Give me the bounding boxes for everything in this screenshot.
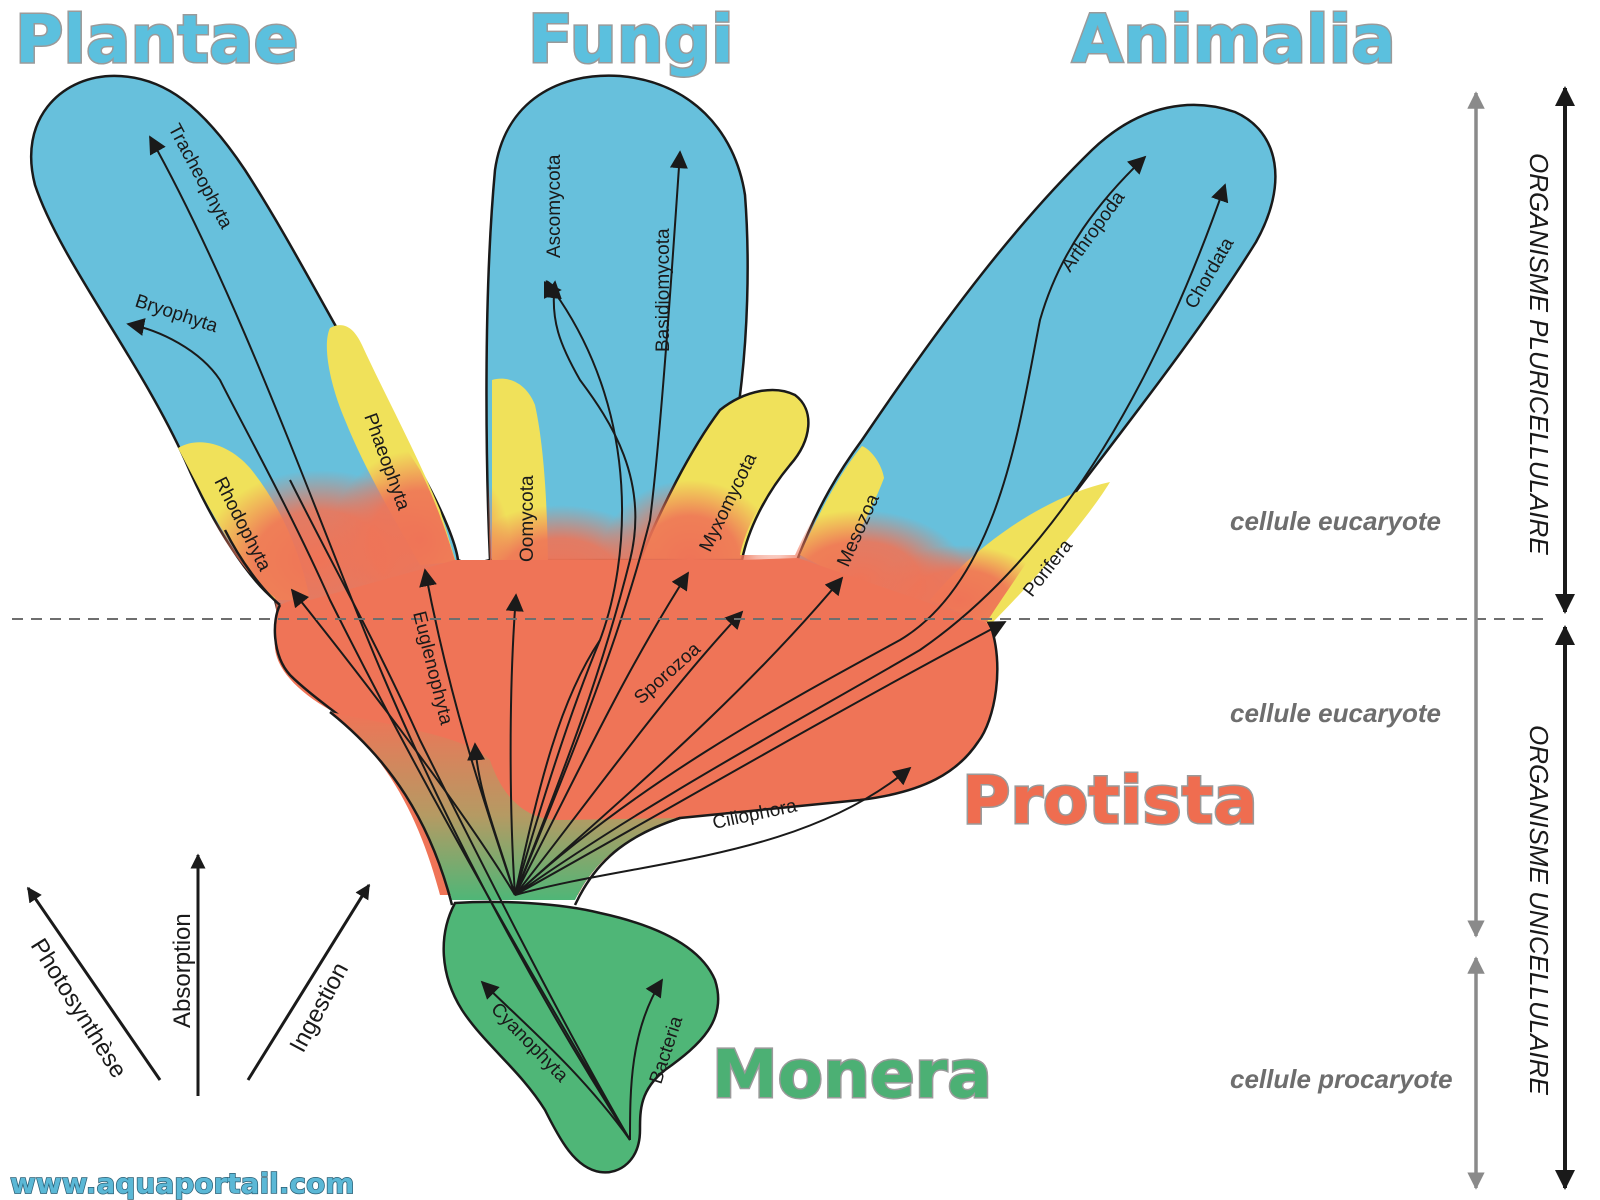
branches (126, 135, 1229, 1141)
label-cellule-eucaryote-lower: cellule eucaryote (1230, 698, 1441, 728)
kingdom-animalia: Animalia (1072, 1, 1396, 78)
stem-outline (329, 711, 681, 906)
label-oomycota: Oomycota (517, 475, 538, 562)
stem (330, 712, 680, 900)
fungi-lobe (485, 74, 749, 562)
kingdom-fungi: Fungi (528, 1, 734, 78)
kingdom-monera: Monera (712, 1036, 992, 1113)
watermark-url: www.aquaportail.com (10, 1167, 354, 1200)
ingestion-arrow-icon (246, 883, 371, 1081)
label-ascomycota: Ascomycota (544, 154, 565, 258)
kingdom-protista: Protista (962, 762, 1258, 839)
label-basidiomycota: Basidiomycota (653, 228, 674, 352)
label-cellule-eucaryote-upper: cellule eucaryote (1230, 506, 1441, 536)
kingdom-plantae: Plantae (15, 1, 298, 78)
label-photosynthese: Photosynthèse (25, 934, 132, 1083)
photosynthese-arrow-icon (26, 886, 162, 1081)
label-organisme-unicellulaire: ORGANISME UNICELLULAIRE (1524, 725, 1554, 1096)
monera-body (442, 900, 720, 1174)
nutrition-arrows (26, 853, 371, 1096)
label-organisme-pluricellulaire: ORGANISME PLURICELLULAIRE (1524, 153, 1554, 555)
label-absorption: Absorption (169, 913, 196, 1028)
label-cellule-procaryote: cellule procaryote (1230, 1064, 1453, 1094)
label-ingestion: Ingestion (284, 958, 354, 1057)
